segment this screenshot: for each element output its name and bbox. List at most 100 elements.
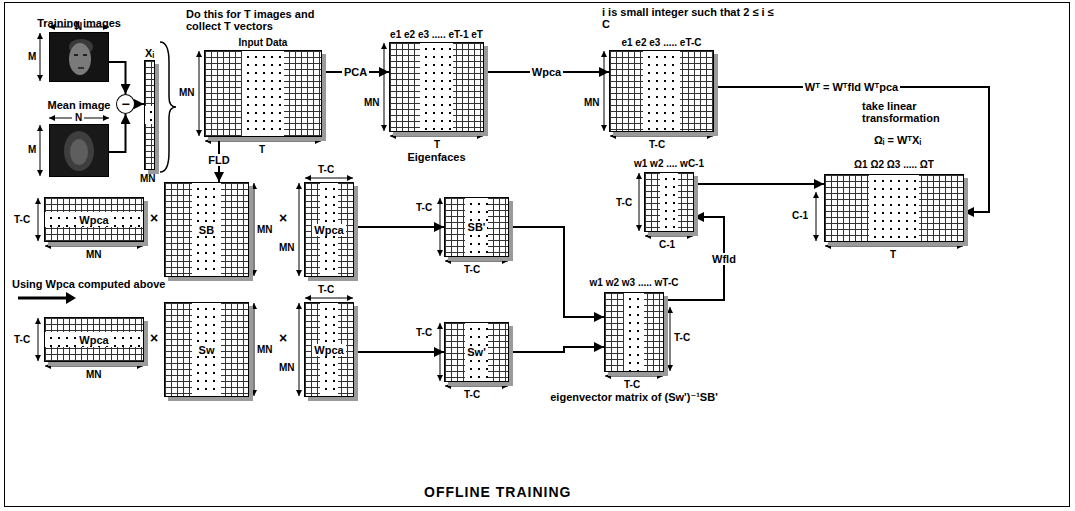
dimension-line [254,303,255,396]
matrix-heading: Input Data [239,37,288,49]
dimension-label: C-1 [792,210,808,222]
face-image [49,32,109,82]
dimension-line [384,43,385,131]
dimension-label: T-C [464,264,480,276]
dimension-label: T [259,144,265,156]
matrix-box: Wpca [304,302,354,397]
dimension-label: MN [584,97,600,109]
matrix-symbol: SB' [466,221,488,233]
dimension-label: Ωᵢ = WᵀXᵢ [874,134,921,146]
dimension-label: T-C [416,327,432,339]
note-text: take linear transformation [862,100,977,124]
dimension-line [445,386,508,387]
connector-arrow [109,114,126,152]
face-image [69,43,91,75]
matrix-box: Input Data [204,50,322,137]
matrix-box: Ω1 Ω2 Ω3 ..... ΩT [824,174,964,242]
dimension-line [305,178,353,179]
dimension-line [45,366,143,367]
dimension-label: C-1 [659,239,675,251]
connector-arrow [354,226,444,228]
dimension-line [38,318,39,361]
dimension-line [199,51,200,136]
dimension-label: T-C [318,284,334,296]
edge-label: FLD [206,154,231,166]
matrix-heading: Xᵢ [145,47,154,59]
dimension-label: T-C [624,379,640,391]
dimension-label: T-C [318,164,334,176]
multiply-sign: × [150,210,158,226]
dimension-label: MN [140,173,156,185]
matrix-symbol: Wpca [77,214,110,226]
matrix-caption: eigenvector matrix of (Sw')⁻¹SB' [550,391,718,403]
dimension-label: T-C [14,214,30,226]
dimension-line [205,141,321,142]
matrix-heading: e1 e2 e3 ..... eT-1 eT [390,29,483,41]
matrix-box: SB' [444,197,509,257]
dots-band [242,51,284,136]
connector-arrow [135,103,144,105]
matrix-box: Wpca [44,317,144,362]
dimension-label: T-C [674,332,690,344]
dimension-label: T [434,139,440,151]
matrix-box: Wpca [304,182,354,277]
dimension-label: MN [86,249,102,261]
image-label: Mean image [48,99,111,111]
matrix-symbol: Wpca [77,334,110,346]
dots-band [660,173,677,231]
brace [160,42,176,172]
mean-face-image [49,124,109,177]
dimension-label: T-C [649,139,665,151]
edge-label: PCA [342,66,369,78]
vector-matrix: Xᵢ [144,60,155,170]
face-image [78,67,84,69]
multiply-sign: × [279,210,287,226]
matrix-caption: Eigenfaces [407,151,465,163]
matrix-symbol: Wpca [312,344,345,356]
dimension-line [254,183,255,276]
image-box: Training images [49,32,109,82]
edge-label: Wᵀ = Wᵀfld Wᵀpca [803,81,900,93]
connector-arrow [354,351,444,353]
dimension-label: T-C [616,197,632,209]
dimension-label: T-C [14,334,30,346]
minus-circle: − [116,94,135,114]
dimension-label: T-C [416,202,432,214]
matrix-symbol: Wpca [312,224,345,236]
dimension-line [605,376,663,377]
dimension-label: Using Wpca computed above [12,278,165,290]
multiply-sign: × [279,330,287,346]
dimension-line [38,198,39,241]
dimension-label: N [75,21,82,33]
dimension-line [645,236,693,237]
matrix-box: e1 e2 e3 ..... eT-C [609,50,714,132]
matrix-symbol: − [121,97,129,111]
matrix-box: w1 w2 .... wC-1 [644,172,694,232]
dots-band [643,51,680,131]
matrix-symbol: Sw' [465,346,488,358]
matrix-box: Wpca [44,197,144,242]
dimension-line [670,307,671,371]
dimension-label: MN [257,224,273,236]
edge-label: Wfld [710,253,738,265]
dimension-line [84,118,109,119]
dimension-line [305,298,353,299]
connector-arrow [694,183,824,185]
dimension-label: M [28,144,36,156]
outer-frame [5,3,1070,507]
connector-arrow [509,227,604,317]
connector-arrow [509,347,604,352]
mean-face-image [49,124,109,177]
matrix-symbol: SB [197,224,216,236]
matrix-heading: w1 w2 w3 ..... wT-C [590,277,679,289]
mean-face-image [64,131,94,171]
dots-band [869,175,919,241]
face-image [83,54,87,56]
dimension-line [825,246,963,247]
note-text: i is small integer such that 2 ≤ i ≤ C [602,6,777,30]
matrix-symbol: Sw [197,344,217,356]
dimension-line [299,183,300,276]
matrix-box: Sw' [444,322,509,382]
diagram-caption: OFFLINE TRAINING [424,484,571,500]
matrix-box: SB [164,182,249,277]
